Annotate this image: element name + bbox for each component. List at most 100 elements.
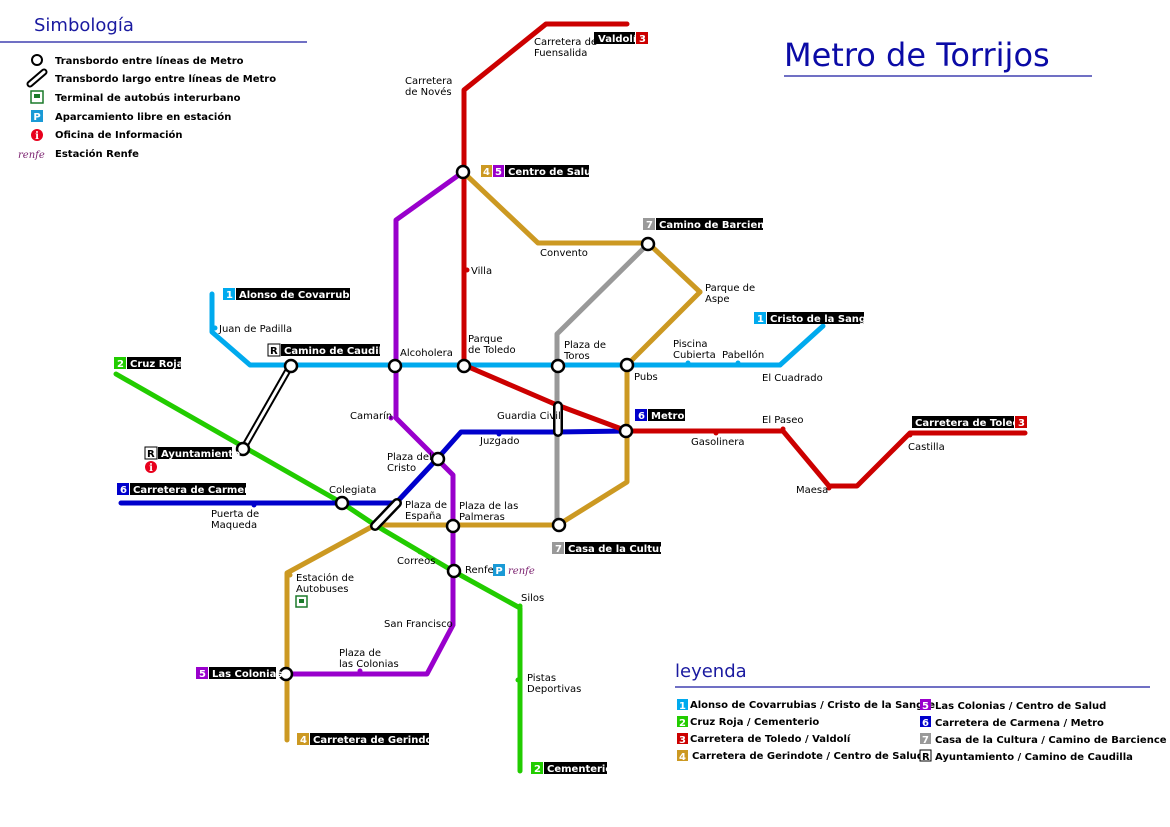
station-centro-salud[interactable] bbox=[455, 164, 471, 180]
station-label: Fuensalida bbox=[534, 48, 587, 59]
station-label: Palmeras bbox=[459, 512, 505, 523]
simbologia-item-label: Oficina de Información bbox=[55, 129, 183, 141]
line-badge-num: R bbox=[270, 346, 278, 357]
line-badge-num: 6 bbox=[638, 411, 645, 422]
line-badge-num: 5 bbox=[199, 669, 206, 680]
line-badge bbox=[196, 667, 208, 679]
terminal-box bbox=[656, 218, 763, 230]
parking-icon: P bbox=[493, 564, 505, 577]
station-label: Pistas bbox=[527, 673, 556, 684]
station-label: Convento bbox=[540, 248, 588, 259]
station-label: Carretera de bbox=[534, 37, 597, 48]
station-label: Colegiata bbox=[329, 485, 376, 496]
station-label: Villa bbox=[471, 266, 492, 277]
terminal-box bbox=[594, 32, 635, 44]
station-label: Carretera bbox=[405, 76, 452, 87]
line-badge bbox=[144, 446, 158, 460]
legend-badge bbox=[920, 733, 931, 744]
line-badge-num: 1 bbox=[757, 314, 764, 325]
station-plaza-cristo[interactable] bbox=[430, 451, 446, 467]
station-ayuntamiento[interactable] bbox=[235, 441, 251, 457]
station-labels: Carretera de Fuensalida Carretera de Nov… bbox=[211, 37, 945, 695]
station-label: Camarín bbox=[350, 410, 392, 422]
line-badge-num: 7 bbox=[555, 544, 562, 555]
line-badge-num: R bbox=[147, 449, 155, 460]
station-tick bbox=[417, 549, 423, 555]
station-pubs[interactable] bbox=[619, 357, 635, 373]
svg-text:P: P bbox=[33, 112, 40, 123]
terminal-name: Cruz Roja bbox=[130, 359, 183, 370]
station-alcoholera[interactable] bbox=[387, 358, 403, 374]
station-plaza-toros[interactable] bbox=[550, 358, 566, 374]
line-badge bbox=[635, 409, 647, 421]
station-tick bbox=[388, 415, 394, 421]
terminal-box bbox=[130, 483, 246, 495]
terminal-name: Alonso de Covarrubias bbox=[239, 290, 366, 301]
station-label: Plaza de bbox=[405, 500, 447, 511]
line-badge-num: 5 bbox=[495, 167, 502, 178]
station-tick bbox=[287, 572, 293, 578]
station-camino-barcience[interactable] bbox=[640, 236, 656, 252]
terminal-name: Carretera de Gerindote bbox=[313, 735, 444, 746]
terminal-box bbox=[209, 667, 276, 679]
legend-badge-num: 6 bbox=[922, 718, 929, 729]
leyenda-heading: leyenda bbox=[675, 661, 747, 682]
station-label: Autobuses bbox=[296, 584, 348, 595]
svg-text:P: P bbox=[495, 566, 502, 577]
station-label: de Novés bbox=[405, 86, 452, 98]
line-badge bbox=[297, 733, 309, 745]
legend-badge-num: 7 bbox=[922, 735, 929, 746]
legend-label: Carretera de Carmena / Metro bbox=[935, 718, 1104, 729]
simbologia-item-label: Estación Renfe bbox=[55, 148, 139, 160]
terminal-box bbox=[505, 165, 589, 177]
station-label: Estación de bbox=[296, 572, 354, 584]
terminal-name: Ayuntamiento bbox=[161, 449, 240, 460]
leyenda: leyenda 1 Alonso de Covarrubias / Cristo… bbox=[675, 661, 1167, 763]
terminal-box bbox=[310, 733, 429, 745]
station-label: Maesa bbox=[796, 485, 828, 496]
station-tick bbox=[713, 430, 719, 436]
line-badge-num: 6 bbox=[120, 485, 127, 496]
line-badge bbox=[531, 762, 543, 774]
legend-badge bbox=[677, 750, 688, 761]
station-label: Silos bbox=[521, 593, 544, 604]
station-label: Puerta de bbox=[211, 509, 259, 520]
info-icon: i bbox=[31, 129, 43, 142]
station-parque-toledo[interactable] bbox=[456, 358, 472, 374]
station-plaza-palmeras[interactable] bbox=[445, 518, 461, 534]
station-metro[interactable] bbox=[618, 423, 634, 439]
map-title: Metro de Torrijos bbox=[784, 36, 1050, 74]
line-badge bbox=[552, 542, 564, 554]
station-label: Pubs bbox=[634, 372, 658, 383]
station-camino-caudilla[interactable] bbox=[283, 358, 299, 374]
line-badge bbox=[493, 165, 504, 177]
legend-badge-num: 5 bbox=[922, 701, 929, 712]
station-label: Juzgado bbox=[479, 436, 519, 447]
terminal-name: Carretera de Toledo bbox=[915, 418, 1027, 429]
station-label: Guardia Civil bbox=[497, 411, 561, 422]
terminal-name: Carretera de Carmena bbox=[133, 485, 258, 496]
station-label: Plaza del bbox=[387, 452, 432, 463]
line-5-path bbox=[283, 169, 466, 677]
terminal-box bbox=[281, 344, 380, 356]
station-casa-cultura[interactable] bbox=[551, 517, 567, 533]
terminal-box bbox=[767, 312, 864, 324]
legend-badge-num: 2 bbox=[679, 718, 686, 729]
legend-label: Ayuntamiento / Camino de Caudilla bbox=[935, 752, 1133, 763]
station-tick bbox=[697, 289, 703, 295]
terminal-name: Centro de Salud bbox=[508, 167, 598, 178]
station-renfe[interactable] bbox=[446, 563, 462, 579]
simbologia-item-label: Terminal de autobús interurbano bbox=[55, 92, 241, 104]
station-tick bbox=[517, 603, 523, 609]
station-label: de Toledo bbox=[468, 345, 516, 356]
station-colegiata[interactable] bbox=[334, 495, 350, 511]
station-tick bbox=[735, 360, 741, 366]
line-badge bbox=[754, 312, 766, 324]
terminal-box bbox=[127, 357, 181, 369]
station-las-colonias[interactable] bbox=[278, 666, 294, 682]
legend-label: Las Colonias / Centro de Salud bbox=[935, 701, 1106, 712]
svg-text:i: i bbox=[149, 463, 153, 474]
terminal-name: Valdolí bbox=[598, 33, 637, 45]
line-7-path bbox=[554, 241, 651, 528]
station-label: Parque de bbox=[705, 283, 755, 294]
